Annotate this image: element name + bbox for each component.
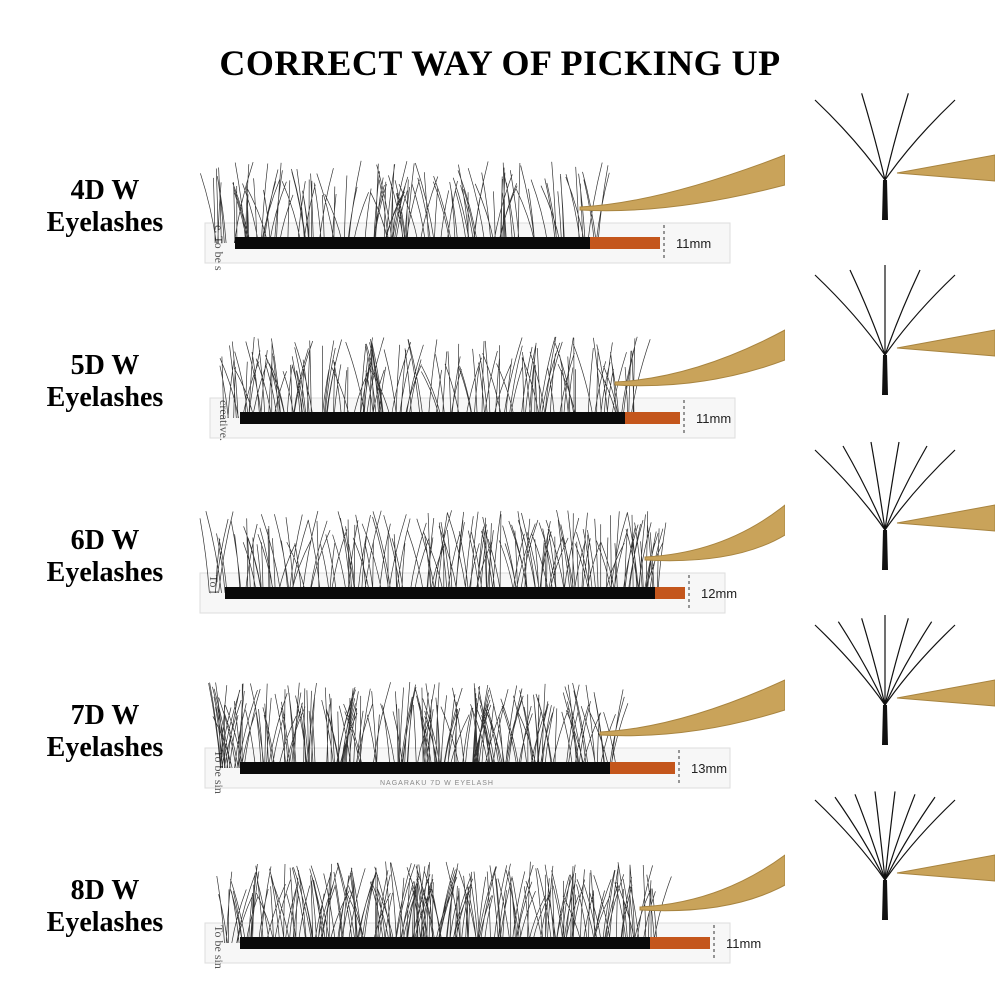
lash-base-band: [235, 237, 590, 249]
fan-fiber: [842, 445, 886, 531]
fan-fiber: [884, 794, 916, 881]
lash-fan-image: [814, 93, 995, 220]
lash-base-band: [240, 412, 625, 424]
fan-fiber: [884, 93, 909, 181]
tweezer-tip-icon: [896, 679, 995, 707]
row-label-type: 6D W: [70, 525, 140, 556]
fan-fiber: [814, 449, 886, 531]
fan-fiber: [849, 269, 886, 356]
lash-tape: [610, 762, 675, 774]
tweezer-icon: [599, 679, 785, 737]
fan-fiber: [814, 624, 886, 706]
lash-tape: [650, 937, 710, 949]
fan-fiber: [854, 794, 886, 881]
fan-stem: [882, 355, 888, 395]
card-brand-text: NAGARAKU 7D W EYELASH: [380, 780, 494, 787]
lash-strip-image: creative.11mm: [209, 329, 785, 441]
fan-fiber: [884, 791, 896, 881]
page-title: CORRECT WAY OF PICKING UP: [219, 43, 781, 83]
lash-base-band: [225, 587, 655, 599]
lash-fibers: [200, 160, 610, 244]
fan-fiber: [884, 624, 956, 706]
tweezer-icon: [579, 154, 785, 212]
fan-fiber: [814, 799, 886, 881]
fan-fiber: [870, 441, 886, 531]
fan-fiber: [884, 621, 933, 706]
lash-length-text: 11mm: [726, 936, 761, 951]
lash-tape: [655, 587, 685, 599]
fan-fiber: [861, 93, 886, 181]
lash-strip-image: To l 12mm: [199, 504, 785, 614]
card-side-text: To be sin: [212, 925, 226, 969]
tweezer-icon: [639, 854, 785, 912]
fan-fiber: [884, 449, 956, 531]
tweezer-tip-icon: [896, 854, 995, 882]
tweezer-tip-icon: [896, 504, 995, 532]
tweezer-icon: [644, 504, 785, 562]
fan-fiber: [837, 621, 886, 706]
row-label-product: Eyelashes: [46, 732, 164, 763]
card-side-text: To l: [207, 575, 221, 594]
fan-fiber: [884, 618, 909, 706]
fan-fiber: [884, 799, 956, 881]
fan-fiber: [861, 618, 886, 706]
lash-fan-image: [814, 615, 995, 745]
fan-stem: [882, 880, 888, 920]
lash-tape: [590, 237, 660, 249]
row-label-product: Eyelashes: [46, 907, 164, 938]
lash-length-text: 13mm: [691, 761, 727, 776]
lash-strip-image: To be sin 11mm: [204, 854, 785, 969]
tweezer-tip-icon: [896, 154, 995, 182]
fan-fiber: [874, 791, 886, 881]
lash-fan-image: [814, 791, 995, 920]
fan-stem: [882, 180, 888, 220]
lash-fibers: [199, 510, 667, 594]
lash-length-text: 12mm: [701, 586, 737, 601]
lash-tape: [625, 412, 680, 424]
row-label-product: Eyelashes: [46, 557, 164, 588]
fan-fiber: [884, 274, 956, 356]
row-label-product: Eyelashes: [46, 382, 164, 413]
fan-fiber: [884, 99, 956, 181]
fan-stem: [882, 705, 888, 745]
row-label-type: 5D W: [70, 350, 140, 381]
row-label-type: 4D W: [70, 175, 140, 206]
lash-base-band: [240, 762, 610, 774]
row-label-product: Eyelashes: [46, 207, 164, 238]
lash-fibers: [219, 336, 651, 419]
lash-fibers: [208, 681, 629, 769]
lash-fan-image: [814, 265, 995, 395]
tweezer-tip-icon: [896, 329, 995, 357]
tweezer-icon: [614, 329, 785, 387]
lash-base-band: [240, 937, 650, 949]
fan-fiber: [834, 796, 886, 881]
row-label-type: 8D W: [70, 875, 140, 906]
fan-fiber: [884, 796, 936, 881]
fan-fiber: [884, 445, 928, 531]
fan-fiber: [814, 99, 886, 181]
row-label-type: 7D W: [70, 700, 140, 731]
card-side-text: To be sin: [212, 750, 226, 794]
fan-fiber: [884, 441, 900, 531]
fan-fiber: [884, 269, 921, 356]
lash-length-text: 11mm: [676, 236, 711, 251]
fan-stem: [882, 530, 888, 570]
lash-length-text: 11mm: [696, 411, 731, 426]
fan-fiber: [814, 274, 886, 356]
lash-fibers: [216, 861, 672, 944]
lash-fan-image: [814, 441, 995, 570]
